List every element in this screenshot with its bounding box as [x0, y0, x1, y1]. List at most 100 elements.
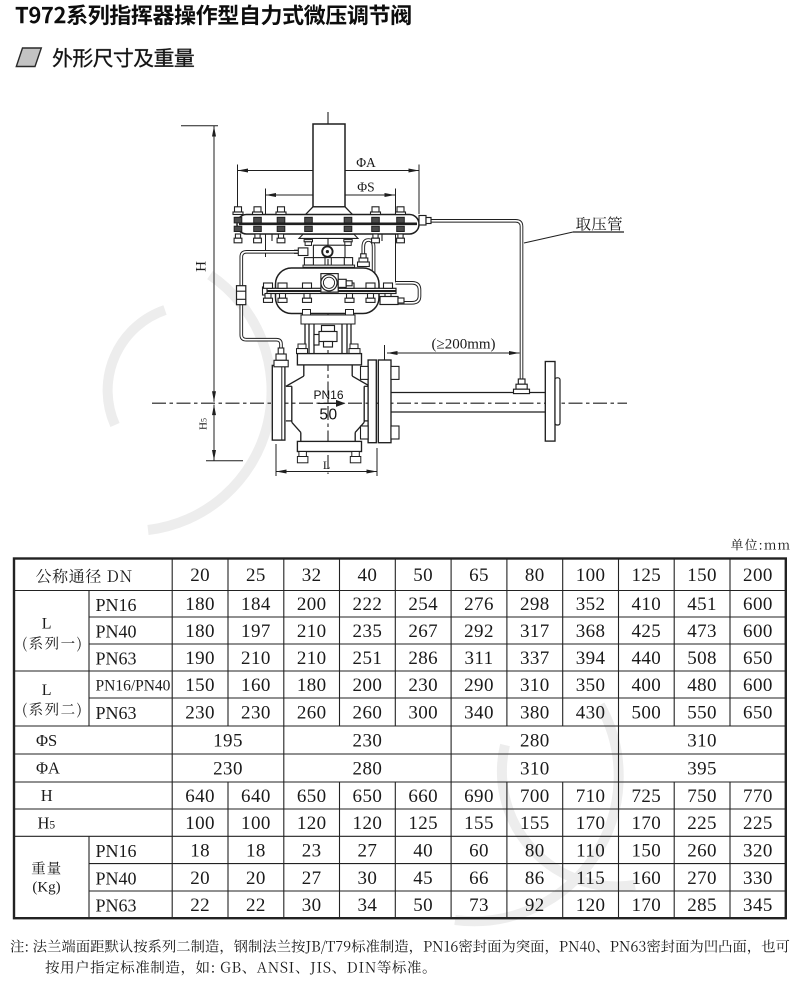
svg-text:150: 150: [687, 565, 717, 586]
svg-text:180: 180: [297, 675, 327, 696]
svg-text:480: 480: [687, 675, 717, 696]
svg-text:380: 380: [520, 703, 550, 724]
svg-text:PN40: PN40: [96, 868, 137, 888]
svg-text:600: 600: [743, 621, 773, 642]
svg-text:73: 73: [469, 895, 489, 916]
svg-text:PN16: PN16: [96, 841, 137, 861]
svg-text:125: 125: [408, 813, 438, 834]
svg-text:27: 27: [357, 841, 377, 862]
svg-text:PN63: PN63: [96, 703, 137, 723]
svg-text:80: 80: [525, 565, 545, 586]
svg-text:50: 50: [413, 895, 433, 916]
svg-text:45: 45: [413, 868, 433, 889]
svg-text:310: 310: [520, 759, 550, 780]
svg-text:473: 473: [687, 621, 717, 642]
svg-text:394: 394: [576, 648, 606, 669]
svg-text:550: 550: [687, 703, 717, 724]
svg-text:L: L: [323, 458, 330, 472]
svg-text:155: 155: [464, 813, 494, 834]
svg-text:23: 23: [302, 841, 322, 862]
svg-text:20: 20: [190, 868, 210, 889]
svg-text:30: 30: [357, 868, 377, 889]
svg-text:22: 22: [190, 895, 210, 916]
svg-text:210: 210: [241, 648, 271, 669]
svg-text:155: 155: [520, 813, 550, 834]
svg-text:ΦS: ΦS: [357, 179, 374, 194]
svg-text:86: 86: [525, 868, 545, 889]
svg-text:425: 425: [631, 621, 661, 642]
svg-text:440: 440: [631, 648, 661, 669]
svg-text:395: 395: [687, 759, 717, 780]
svg-text:285: 285: [687, 895, 717, 916]
svg-text:310: 310: [687, 731, 717, 752]
svg-text:40: 40: [357, 565, 377, 586]
svg-text:18: 18: [190, 841, 210, 862]
svg-text:340: 340: [464, 703, 494, 724]
svg-text:410: 410: [631, 594, 661, 615]
svg-text:170: 170: [631, 813, 661, 834]
svg-text:115: 115: [576, 868, 605, 889]
svg-text:350: 350: [576, 675, 606, 696]
svg-text:160: 160: [631, 868, 661, 889]
svg-text:500: 500: [631, 703, 661, 724]
svg-text:PN16/PN40: PN16/PN40: [96, 678, 171, 695]
svg-text:230: 230: [353, 731, 383, 752]
svg-text:L: L: [42, 682, 52, 699]
svg-text:280: 280: [520, 731, 550, 752]
svg-text:660: 660: [408, 786, 438, 807]
svg-text:267: 267: [408, 621, 438, 642]
svg-text:160: 160: [241, 675, 271, 696]
svg-text:180: 180: [185, 621, 215, 642]
svg-text:ΦA: ΦA: [36, 759, 60, 778]
svg-text:30: 30: [302, 895, 322, 916]
svg-text:276: 276: [464, 594, 494, 615]
svg-text:25: 25: [246, 565, 266, 586]
svg-text:H5: H5: [198, 418, 210, 430]
svg-text:PN63: PN63: [96, 649, 137, 669]
svg-text:400: 400: [631, 675, 661, 696]
svg-text:(≥200mm): (≥200mm): [431, 337, 495, 353]
svg-text:280: 280: [353, 759, 383, 780]
svg-text:430: 430: [576, 703, 606, 724]
svg-text:298: 298: [520, 594, 550, 615]
svg-text:290: 290: [464, 675, 494, 696]
svg-text:286: 286: [408, 648, 438, 669]
svg-text:650: 650: [743, 703, 773, 724]
svg-text:640: 640: [185, 786, 215, 807]
svg-text:225: 225: [687, 813, 717, 834]
svg-text:150: 150: [631, 841, 661, 862]
svg-text:L: L: [42, 616, 52, 633]
svg-text:700: 700: [520, 786, 550, 807]
svg-text:184: 184: [241, 594, 271, 615]
svg-text:254: 254: [408, 594, 438, 615]
svg-text:22: 22: [246, 895, 266, 916]
svg-text:100: 100: [241, 813, 271, 834]
svg-text:66: 66: [469, 868, 489, 889]
svg-text:ΦA: ΦA: [356, 155, 376, 170]
svg-text:200: 200: [297, 594, 327, 615]
svg-text:725: 725: [631, 786, 661, 807]
svg-text:PN40: PN40: [96, 622, 137, 642]
svg-text:34: 34: [357, 895, 377, 916]
svg-text:150: 150: [185, 675, 215, 696]
svg-text:260: 260: [297, 703, 327, 724]
svg-text:270: 270: [687, 868, 717, 889]
svg-text:120: 120: [576, 895, 606, 916]
svg-text:200: 200: [353, 675, 383, 696]
svg-text:125: 125: [631, 565, 661, 586]
svg-text:H: H: [194, 261, 210, 272]
svg-text:320: 320: [743, 841, 773, 862]
svg-text:368: 368: [576, 621, 606, 642]
svg-text:222: 222: [353, 594, 383, 615]
svg-text:20: 20: [246, 868, 266, 889]
svg-text:230: 230: [185, 703, 215, 724]
svg-text:451: 451: [687, 594, 717, 615]
svg-text:260: 260: [353, 703, 383, 724]
svg-text:317: 317: [520, 621, 550, 642]
svg-text:230: 230: [408, 675, 438, 696]
svg-text:40: 40: [413, 841, 433, 862]
svg-text:170: 170: [631, 895, 661, 916]
svg-text:311: 311: [465, 648, 494, 669]
svg-text:PN63: PN63: [96, 896, 137, 916]
svg-text:650: 650: [297, 786, 327, 807]
